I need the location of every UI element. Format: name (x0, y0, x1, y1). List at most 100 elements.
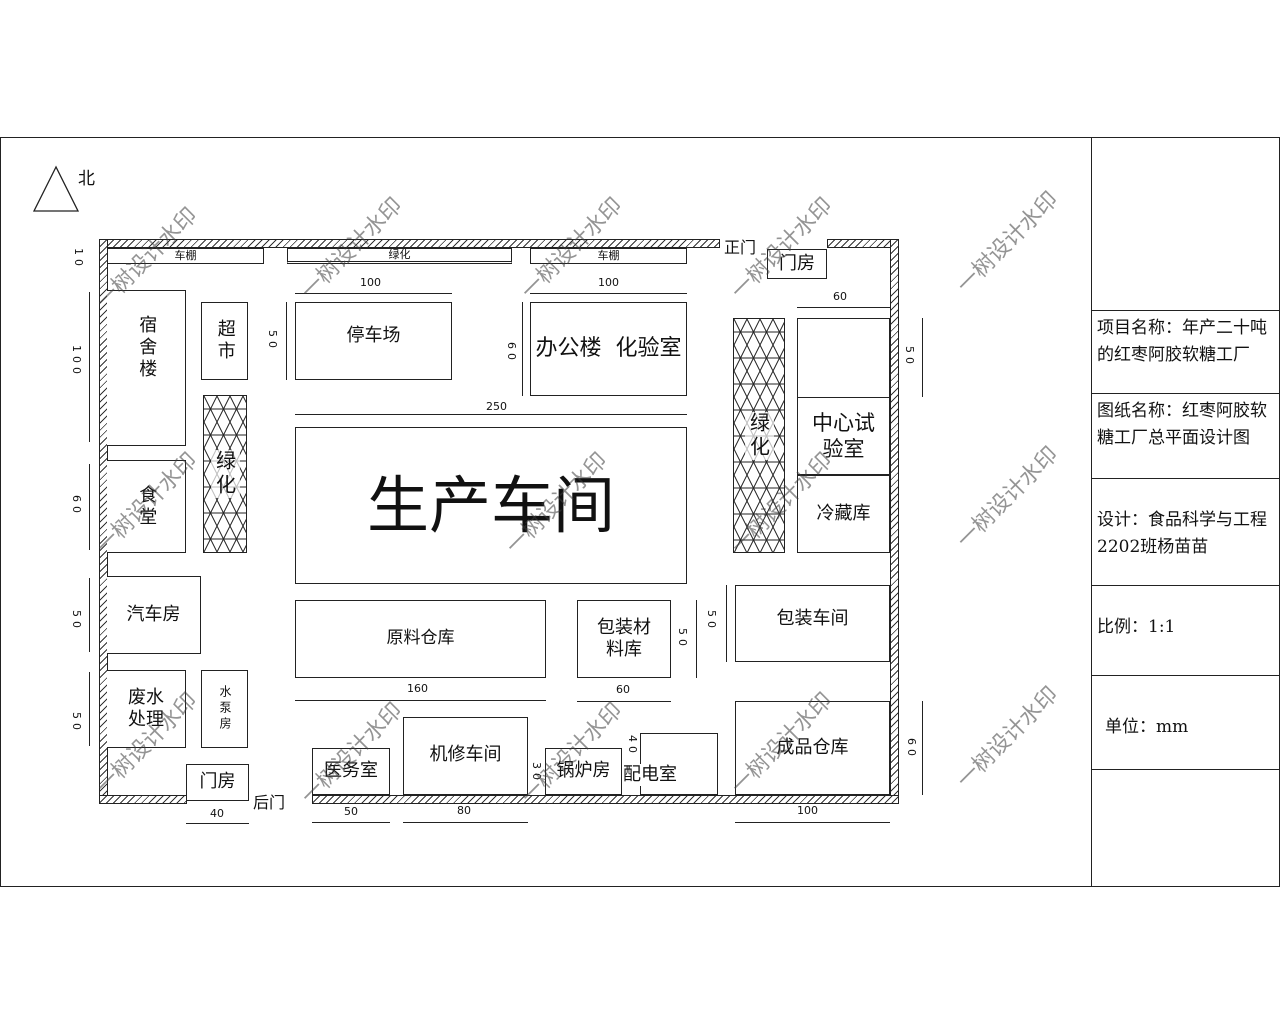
dim-50-pack-a: 50 (676, 628, 689, 650)
dim-line (186, 823, 249, 824)
bike-shed-2: 车棚 (530, 248, 687, 264)
label: 车棚 (174, 249, 197, 263)
label: 绿化 (210, 450, 240, 498)
label: 生产车间 (366, 468, 615, 542)
label: 医务室 (324, 760, 378, 782)
label: 车棚 (597, 249, 620, 263)
office-lab: 办公楼 化验室 (530, 302, 687, 396)
label: 门房 (199, 771, 236, 793)
label: 配电室 (623, 763, 677, 786)
dim-line (89, 292, 90, 442)
production-workshop: 生产车间 (295, 427, 687, 584)
dim-line (530, 293, 687, 294)
label: 水泵房 (218, 685, 232, 733)
dim-line (922, 318, 923, 397)
label: 门房 (779, 252, 815, 274)
dim-line (735, 822, 890, 823)
dim-60-pack: 60 (616, 683, 630, 696)
dim-50-garage: 50 (70, 610, 83, 632)
dim-line (797, 307, 890, 308)
dim-line (89, 464, 90, 550)
raw-material-storage: 原料仓库 (295, 600, 546, 678)
label: 机修车间 (429, 744, 502, 765)
dim-60-lab: 60 (833, 290, 847, 303)
drawing-name: 图纸名称：红枣阿胶软糖工厂总平面设计图 (1091, 393, 1280, 479)
label: 原料仓库 (386, 628, 455, 649)
back-gate-label[interactable]: 后门 (253, 793, 286, 812)
dim-50-pack-b: 50 (705, 610, 718, 632)
dim-80: 80 (457, 804, 471, 817)
label: 宿舍楼 (136, 315, 158, 381)
dim-250: 250 (486, 400, 507, 413)
dim-40: 40 (210, 807, 224, 820)
parking: 停车场 (295, 302, 452, 380)
dim-60-canteen: 60 (70, 495, 83, 517)
north-label: 北 (78, 169, 95, 189)
dim-40-power: 40 (626, 735, 639, 757)
dim-10: 10 (72, 248, 85, 270)
wastewater-treatment: 废水处理 (107, 670, 186, 748)
dim-100-office: 100 (598, 276, 619, 289)
label: 停车场 (346, 325, 401, 346)
dim-line (286, 302, 287, 380)
label: 中心试验室 (812, 410, 875, 461)
label: 包装车间 (776, 608, 849, 629)
north-arrow-icon (32, 165, 80, 212)
scale: 比例：1:1 (1091, 585, 1280, 675)
label: 冷藏库 (816, 502, 871, 524)
power-room: 配电室 (623, 733, 718, 795)
wall-bottom-left (99, 795, 187, 804)
label: 包装材料库 (597, 616, 651, 661)
dim-line (922, 701, 923, 795)
lab-block-top (797, 318, 890, 398)
dim-160: 160 (407, 682, 428, 695)
central-lab: 中心试验室 (797, 397, 890, 475)
garage: 汽车房 (107, 576, 201, 654)
wall-bottom-right (312, 795, 899, 804)
cold-storage: 冷藏库 (797, 475, 890, 553)
dim-line (295, 414, 687, 415)
dim-line (89, 672, 90, 746)
label: 废水处理 (128, 686, 164, 731)
clinic: 医务室 (312, 748, 390, 795)
dim-100-finished: 100 (797, 804, 818, 817)
wall-top-right (827, 239, 899, 248)
finished-goods-storage: 成品仓库 (735, 701, 890, 795)
wall-right (890, 239, 899, 803)
dim-line (89, 578, 90, 652)
label: 超市 (214, 319, 236, 363)
label: 办公楼 化验室 (535, 336, 682, 362)
designer: 设计：食品科学与工程2202班杨苗苗 (1091, 478, 1280, 586)
label: 汽车房 (126, 603, 181, 625)
title-block-divider (1091, 137, 1092, 887)
packaging-material-storage: 包装材料库 (577, 600, 671, 678)
label: 锅炉房 (556, 760, 611, 782)
bike-shed-1: 车棚 (107, 248, 264, 264)
gatehouse-bottom: 门房 (186, 764, 249, 801)
dim-line (696, 600, 697, 678)
label: 成品仓库 (776, 736, 849, 758)
dim-30: 30 (530, 762, 543, 784)
dim-60-finished: 60 (905, 738, 918, 760)
dim-line (295, 700, 546, 701)
project-name: 项目名称：年产二十吨的红枣阿胶软糖工厂 (1091, 310, 1280, 394)
dim-line (312, 822, 390, 823)
green-right: 绿化 (733, 318, 785, 553)
dim-100-parking: 100 (360, 276, 381, 289)
dim-50-waste: 50 (70, 712, 83, 734)
dim-50-parking: 50 (266, 330, 279, 352)
dim-50-right: 50 (903, 346, 916, 368)
front-gate-label[interactable]: 正门 (724, 238, 757, 257)
dim-line (726, 585, 727, 662)
repair-workshop: 机修车间 (403, 717, 528, 795)
boiler-room: 锅炉房 (545, 748, 622, 795)
green-left: 绿化 (203, 395, 247, 553)
label: 绿化 (388, 248, 411, 262)
unit: 单位：mm (1091, 675, 1280, 770)
dim-60-office: 60 (505, 342, 518, 364)
dim-line (295, 293, 452, 294)
green-strip-top: 绿化 (287, 248, 512, 264)
gatehouse-top: 门房 (767, 249, 827, 279)
dim-line (403, 822, 528, 823)
dormitory: 宿舍楼 (107, 290, 186, 446)
